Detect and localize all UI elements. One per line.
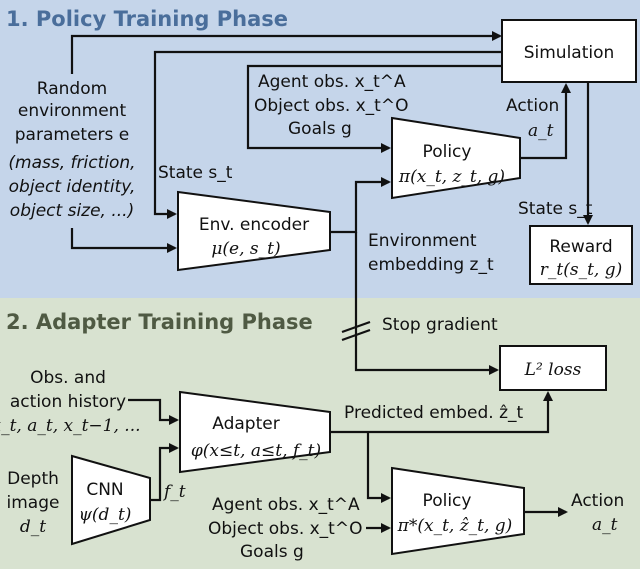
policy-top-shape (391, 116, 521, 200)
obs-history-line-1: Obs. and (30, 368, 106, 388)
cnn-shape (71, 454, 151, 546)
goals-top: Goals g (288, 119, 352, 139)
random-env-line-3: parameters e (15, 125, 129, 145)
arrow-policy-to-simulation (520, 83, 571, 160)
agent-obs-bottom: Agent obs. x_t^A (212, 495, 360, 515)
reward-box (529, 225, 633, 285)
policy-bottom-formula: π*(x_t, ẑ_t, g) (397, 516, 513, 536)
cnn-formula: ψ(d_t) (79, 505, 132, 525)
arrow-random-to-encoder (70, 228, 177, 253)
arrow-cnn-to-adapter (150, 443, 179, 502)
action-bottom-symbol: a_t (592, 515, 618, 535)
adapter-shape (179, 390, 331, 474)
action-top-label: Action (506, 96, 559, 116)
env-encoder-label: Env. encoder (199, 215, 309, 235)
object-obs-top: Object obs. x_t^O (254, 96, 408, 116)
obs-history-line-2: action history (10, 392, 126, 412)
adapter-label: Adapter (212, 414, 279, 434)
goals-bottom: Goals g (240, 542, 304, 562)
depth-image-line-2: image (7, 493, 60, 513)
adapter-formula: φ(x≤t, a≤t, f_t) (191, 441, 321, 461)
random-params-line-1: (mass, friction, (8, 153, 135, 173)
predicted-embed-label: Predicted embed. ẑ_t (344, 403, 523, 423)
env-embedding-line-1: Environment (368, 231, 477, 251)
action-top-symbol: a_t (528, 121, 554, 141)
reward-label: Reward (549, 237, 612, 257)
policy-phase-title: 1. Policy Training Phase (6, 7, 288, 31)
random-params-line-2: object identity, (9, 177, 136, 197)
l2-loss-label: L² loss (524, 360, 582, 380)
policy-top-label: Policy (423, 142, 472, 162)
policy-bottom-shape (391, 466, 525, 556)
random-env-line-2: environment (18, 101, 127, 121)
stop-gradient-label: Stop gradient (382, 315, 498, 335)
obs-history-line-3: x_t, a_t, x_t−1, ... (0, 416, 141, 436)
cnn-label: CNN (86, 480, 123, 500)
arrow-random-to-simulation (70, 31, 502, 74)
env-encoder-shape (177, 190, 331, 272)
stop-gradient-mark-1 (341, 320, 371, 334)
random-params-line-3: object size, ...) (10, 201, 134, 221)
action-bottom-label: Action (571, 491, 624, 511)
simulation-label: Simulation (524, 43, 615, 63)
l2-loss-box (499, 345, 607, 391)
arrow-simulation-to-encoder-state (153, 50, 502, 219)
depth-image-line-3: d_t (20, 517, 46, 537)
arrow-history-to-adapter (128, 398, 179, 425)
adapter-phase-title: 2. Adapter Training Phase (6, 310, 313, 334)
state-right-label: State s_t (518, 199, 593, 219)
depth-image-line-1: Depth (7, 469, 59, 489)
simulation-box (501, 19, 637, 83)
object-obs-bottom: Object obs. x_t^O (208, 519, 362, 539)
agent-obs-top: Agent obs. x_t^A (258, 72, 406, 92)
random-env-line-1: Random (37, 79, 107, 99)
arrow-encoder-to-policy (330, 177, 391, 234)
stop-gradient-mark-2 (341, 328, 371, 342)
env-embedding-line-2: embedding z_t (368, 255, 494, 275)
line-embedding-to-loss (354, 232, 499, 375)
state-left-label: State s_t (158, 163, 233, 183)
reward-formula: r_t(s_t, g) (540, 260, 622, 280)
policy-bottom-label: Policy (423, 491, 472, 511)
arrow-simulation-to-policy-obs (246, 64, 502, 153)
arrow-adapter-to-policy (366, 432, 391, 503)
arrow-adapter-to-loss (330, 391, 553, 434)
env-encoder-formula: μ(e, s_t) (211, 239, 280, 259)
f-t-label: f_t (162, 482, 186, 502)
policy-top-formula: π(x_t, z_t, g) (398, 167, 505, 187)
